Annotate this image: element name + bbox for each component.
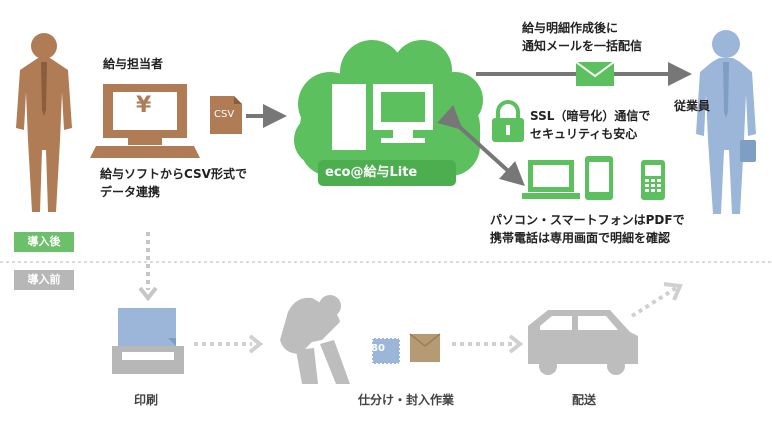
sorting-label: 仕分け・封入作業: [358, 393, 455, 407]
csv-caption-line2: データ連携: [100, 185, 161, 199]
csv-file-icon: [210, 96, 242, 134]
laptop-icon: [522, 160, 580, 199]
csv-caption-line1: 給与ソフトからCSV形式で: [100, 167, 247, 181]
envelope-icon: [409, 333, 441, 362]
print-label: 印刷: [134, 393, 159, 407]
padlock-icon: [492, 100, 524, 142]
ssl-caption-line1: SSL（暗号化）通信で: [530, 109, 651, 123]
flow-arrow-3: [630, 286, 678, 318]
sync-arrow: [437, 105, 525, 187]
device-caption-line1: パソコン・スマートフォンはPDFで: [490, 213, 685, 227]
mail-caption-line2: 通知メールを一括配信: [522, 39, 643, 53]
smartphone-icon: [585, 156, 613, 200]
ssl-caption-line2: セキュリティも安心: [530, 127, 638, 141]
monitor-yen-symbol: ¥: [136, 93, 152, 118]
before-tag: 導入前: [14, 270, 74, 290]
employee-figure-icon: [696, 30, 756, 214]
worker-bowing-icon: [280, 295, 350, 384]
service-name-label: eco@給与Lite: [325, 165, 418, 180]
payroll-staff-label: 給与担当者: [103, 57, 164, 71]
payroll-monitor-icon: [90, 84, 200, 158]
stamp-value: 80: [371, 343, 385, 354]
after-tag: 導入後: [14, 232, 74, 252]
mail-caption-line1: 給与明細作成後に: [522, 21, 619, 35]
delivery-label: 配送: [572, 393, 597, 407]
service-name-bar: [318, 160, 456, 186]
payroll-staff-figure-icon: [16, 33, 72, 212]
device-caption-line2: 携帯電話は専用画面で明細を確認: [490, 231, 671, 245]
cloud-computer-icon: [332, 84, 433, 150]
employee-label: 従業員: [674, 99, 711, 113]
delivery-van-icon: [528, 310, 638, 375]
csv-file-label: CSV: [214, 109, 235, 120]
mobile-phone-icon: [641, 160, 665, 200]
printer-icon: [112, 308, 184, 374]
mail-envelope-icon: [575, 61, 615, 86]
stamp-icon: [371, 337, 401, 365]
